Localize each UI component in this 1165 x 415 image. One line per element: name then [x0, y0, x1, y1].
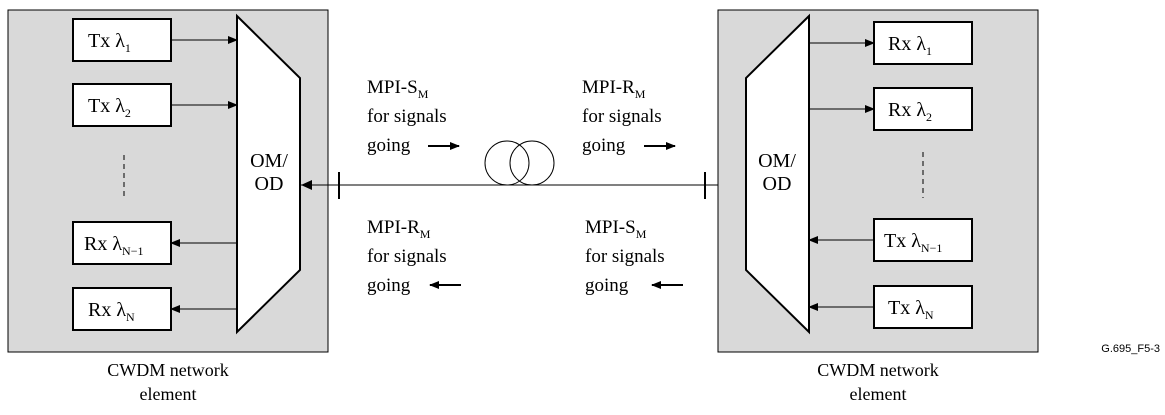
left-caption-line1: CWDM network	[107, 360, 228, 380]
left-mux-label-line1: OM/	[250, 150, 288, 172]
left-channel-box-2	[72, 83, 172, 127]
right-caption-line1: CWDM network	[817, 360, 938, 380]
left-channel-label-3: Rx λN−1	[84, 233, 143, 258]
left-network-element: OM/ OD Tx λ1 Tx λ2 Rx λN−1 Rx λN CWDM ne…	[7, 9, 329, 404]
left-channel-box-3	[72, 221, 172, 265]
right-channel-box-4	[873, 285, 973, 329]
interface-top-right-line3: going	[582, 135, 626, 156]
interface-bottom-right-line2: for signals	[585, 246, 665, 267]
interface-bottom-right: MPI-SM for signals going	[585, 217, 683, 296]
interface-top-left-line3: going	[367, 135, 411, 156]
interface-bottom-right-line3: going	[585, 275, 629, 296]
fiber-arrowhead-left	[301, 180, 312, 190]
interface-bottom-left-name: MPI-RM	[367, 217, 431, 241]
right-channel-box-2	[873, 87, 973, 131]
right-channel-label-3: Tx λN−1	[884, 230, 942, 255]
right-caption-line2: element	[850, 384, 907, 404]
right-channel-label-4: Tx λN	[888, 297, 934, 322]
interface-top-right: MPI-RM for signals going	[582, 77, 676, 156]
right-mux-demux	[745, 13, 810, 335]
right-network-element: OM/ OD Rx λ1 Rx λ2 Tx λN−1 Tx λN CWDM ne…	[717, 9, 1039, 404]
right-mux-label-line1: OM/	[758, 150, 796, 172]
fiber-spool-coil-right	[509, 140, 555, 186]
right-channel-label-1: Rx λ1	[888, 33, 932, 58]
left-mux-label-line2: OD	[255, 173, 284, 195]
interface-top-left-line2: for signals	[367, 106, 447, 127]
interface-top-right-line2: for signals	[582, 106, 662, 127]
figure-id: G.695_F5-3	[1101, 343, 1160, 355]
left-channel-label-4: Rx λN	[88, 299, 135, 324]
left-channel-label-1: Tx λ1	[88, 30, 131, 55]
left-channel-box-1	[72, 18, 172, 62]
interface-top-left-name: MPI-SM	[367, 77, 429, 101]
interface-bottom-left-line2: for signals	[367, 246, 447, 267]
right-channel-box-1	[873, 21, 973, 65]
right-channel-label-2: Rx λ2	[888, 99, 932, 124]
interface-bottom-left-line3: going	[367, 275, 411, 296]
fiber-link	[300, 140, 733, 199]
left-channel-box-4	[72, 287, 172, 331]
right-mux-label-line2: OD	[763, 173, 792, 195]
right-channel-box-3	[873, 218, 973, 262]
interface-top-right-name: MPI-RM	[582, 77, 646, 101]
interface-bottom-right-name: MPI-SM	[585, 217, 647, 241]
left-caption-line2: element	[140, 384, 197, 404]
fiber-spool-coil-left	[484, 140, 530, 186]
interface-bottom-left: MPI-RM for signals going	[367, 217, 461, 296]
left-mux-demux	[236, 13, 301, 335]
left-channel-label-2: Tx λ2	[88, 95, 131, 120]
interface-top-left: MPI-SM for signals going	[367, 77, 460, 156]
